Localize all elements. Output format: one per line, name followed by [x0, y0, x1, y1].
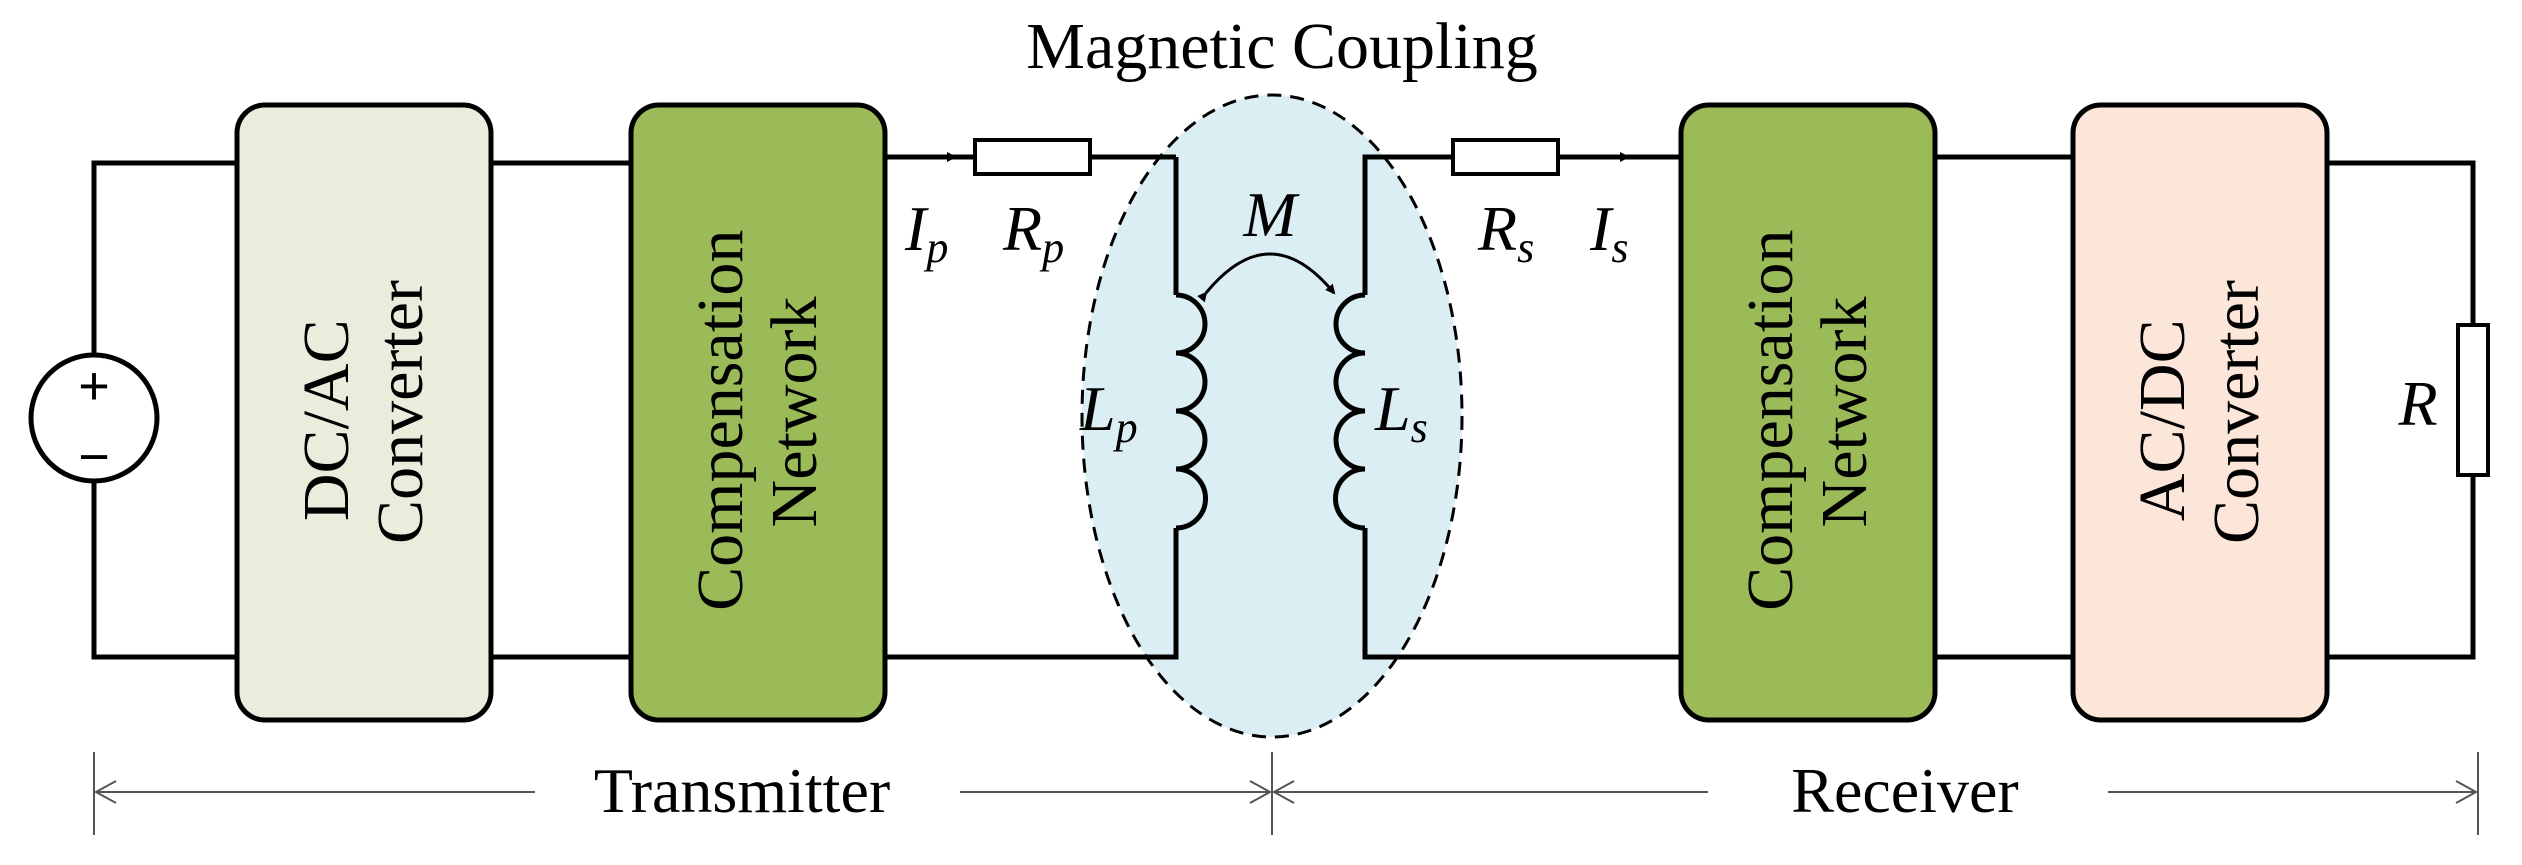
label-rp: Rp [1002, 193, 1064, 272]
primary-resistor-rp [973, 138, 1092, 176]
source-minus-sign: − [78, 427, 110, 487]
diagram-title: Magnetic Coupling [1026, 10, 1537, 83]
label-r: R [2397, 368, 2437, 439]
source-plus-sign: + [78, 356, 110, 416]
receiver-label: Receiver [1791, 755, 2018, 826]
tx-comp-line2: Network [758, 297, 831, 528]
tx-compensation-network-block: Compensation Network [628, 102, 888, 723]
label-lp: Lp [1079, 373, 1138, 452]
rx-comp-line1: Compensation [1734, 230, 1807, 611]
rx-compensation-network-block: Compensation Network [1678, 102, 1938, 723]
tx-comp-line1: Compensation [684, 230, 757, 611]
label-is: Is [1589, 193, 1628, 272]
dcac-line1: DC/AC [290, 319, 363, 521]
rx-comp-line2: Network [1808, 297, 1881, 528]
secondary-resistor-rs [1451, 138, 1560, 176]
label-ip: Ip [904, 193, 948, 272]
svg-text:AC/DC Converter: AC/DC Converter [2126, 280, 2273, 544]
primary-inductor-lp [1175, 292, 1208, 531]
label-m: M [1242, 179, 1300, 250]
dcac-converter-block: DC/AC Converter [234, 102, 494, 723]
svg-text:Compensation Network: Compensation Network [684, 213, 831, 611]
transmitter-label: Transmitter [594, 755, 890, 826]
circuit-wires [91, 154, 2476, 660]
secondary-inductor-ls [1333, 292, 1366, 531]
acdc-line2: Converter [2200, 280, 2273, 544]
acdc-converter-block: AC/DC Converter [2070, 102, 2330, 723]
load-resistor-r [2456, 323, 2490, 477]
dimension-lines [93, 752, 2479, 835]
label-rs: Rs [1477, 193, 1534, 272]
acdc-line1: AC/DC [2126, 319, 2199, 521]
label-ls: Ls [1374, 373, 1428, 452]
svg-text:Compensation Network: Compensation Network [1734, 213, 1881, 611]
mutual-inductance-arrow [1197, 252, 1336, 303]
dcac-line2: Converter [364, 280, 437, 544]
voltage-source [28, 352, 160, 484]
svg-text:DC/AC Converter: DC/AC Converter [290, 280, 437, 544]
